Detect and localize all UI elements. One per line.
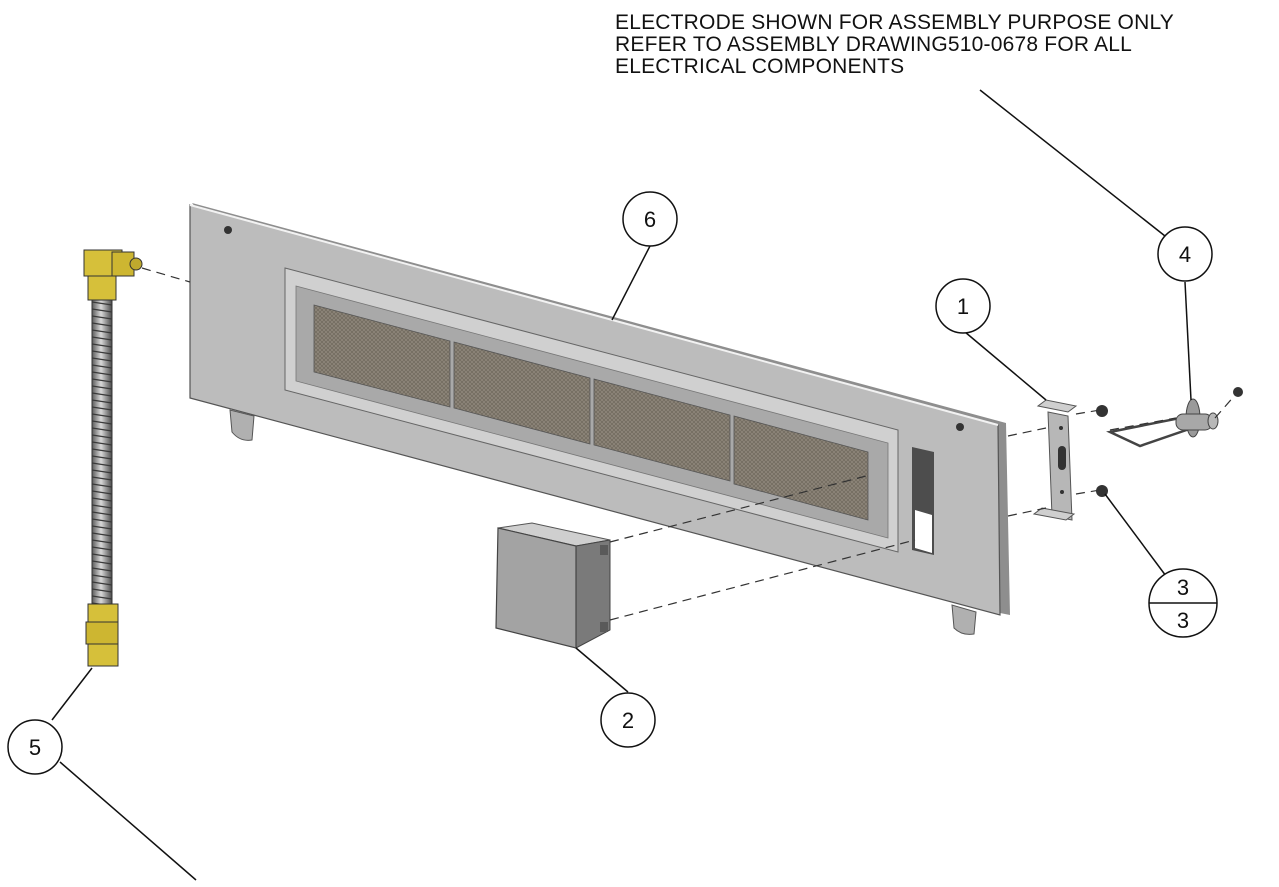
callout-4-label: 4 bbox=[1179, 242, 1191, 267]
callout-2: 2 bbox=[600, 692, 656, 748]
callout-3-top-label: 3 bbox=[1177, 575, 1189, 600]
callout-1-label: 1 bbox=[957, 294, 969, 319]
screws bbox=[1096, 387, 1243, 497]
cover-box bbox=[495, 522, 611, 649]
note-line-1: ELECTRODE SHOWN FOR ASSEMBLY PURPOSE ONL… bbox=[615, 11, 1174, 34]
callout-4: 4 bbox=[1157, 226, 1213, 282]
note-line-3: ELECTRICAL COMPONENTS bbox=[615, 55, 905, 78]
electrode-bracket bbox=[1032, 399, 1078, 521]
callout-6: 6 bbox=[622, 191, 678, 247]
burner-panel bbox=[189, 203, 1010, 635]
gas-hose bbox=[83, 249, 143, 667]
note-line-2: REFER TO ASSEMBLY DRAWING510-0678 FOR AL… bbox=[615, 33, 1133, 56]
callout-1: 1 bbox=[935, 278, 991, 334]
callout-5-label: 5 bbox=[29, 735, 41, 760]
callout-6-label: 6 bbox=[644, 207, 656, 232]
electrode bbox=[1106, 398, 1219, 448]
assembly-note: ELECTRODE SHOWN FOR ASSEMBLY PURPOSE ONL… bbox=[615, 12, 1275, 78]
leader-lines bbox=[51, 89, 1192, 881]
callout-3-bottom-label: 3 bbox=[1177, 608, 1189, 633]
callout-2-label: 2 bbox=[622, 708, 634, 733]
assembly-lines bbox=[141, 267, 1237, 621]
callout-5: 5 bbox=[7, 719, 63, 775]
callout-3: 3 3 bbox=[1148, 568, 1218, 638]
